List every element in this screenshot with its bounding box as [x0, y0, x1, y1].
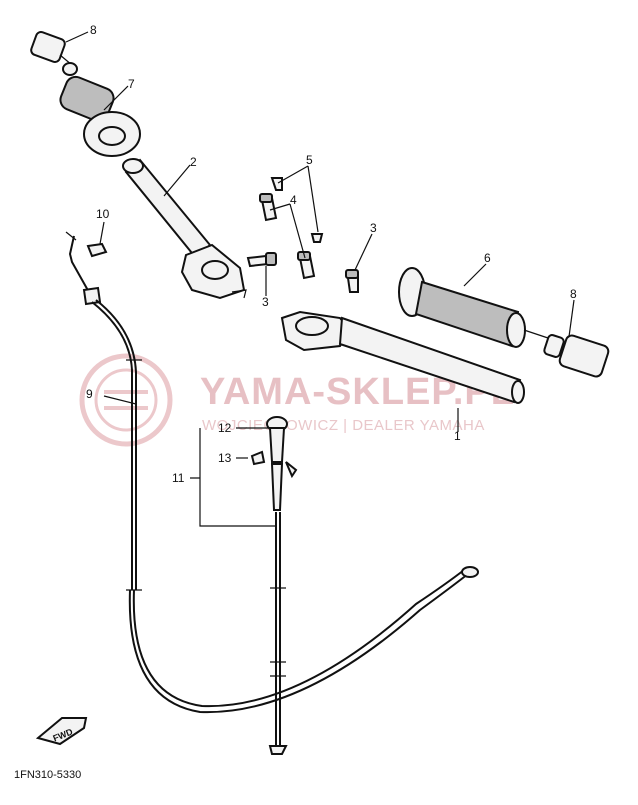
watermark-logo — [79, 353, 173, 447]
callout-3-right: 3 — [370, 221, 377, 235]
callout-3-left: 3 — [262, 295, 269, 309]
part-10-holder — [86, 242, 108, 258]
callout-9: 9 — [86, 387, 93, 401]
callout-1: 1 — [454, 429, 461, 443]
callout-12: 12 — [218, 421, 232, 435]
part-7-throttle-grip — [59, 75, 141, 157]
callout-11: 11 — [172, 471, 185, 485]
part-code: 1FN310-5330 — [14, 769, 81, 781]
part-8-grip-end-right — [543, 334, 610, 378]
leader-lines — [65, 31, 575, 527]
callout-8-left: 8 — [90, 23, 97, 37]
part-2-handlebar-left — [122, 158, 247, 300]
callout-6: 6 — [484, 251, 491, 265]
part-1-handlebar-right — [280, 310, 525, 404]
watermark-dealer: WOJCIECHOWICZ | DEALER YAMAHA — [202, 417, 485, 434]
callout-13: 13 — [218, 451, 232, 465]
part-11-choke-cable — [250, 416, 298, 755]
callout-10: 10 — [96, 207, 110, 221]
callout-4: 4 — [290, 193, 297, 207]
bolts-upper — [246, 177, 359, 293]
forward-arrow: FWD — [35, 717, 88, 746]
callout-8-right: 8 — [570, 287, 577, 301]
callout-2: 2 — [190, 155, 197, 169]
part-8-grip-end-left — [30, 31, 78, 76]
callout-5: 5 — [306, 153, 313, 167]
part-6-grip-right — [398, 267, 549, 348]
part-9-throttle-cable — [65, 231, 479, 714]
callout-7: 7 — [128, 77, 135, 91]
